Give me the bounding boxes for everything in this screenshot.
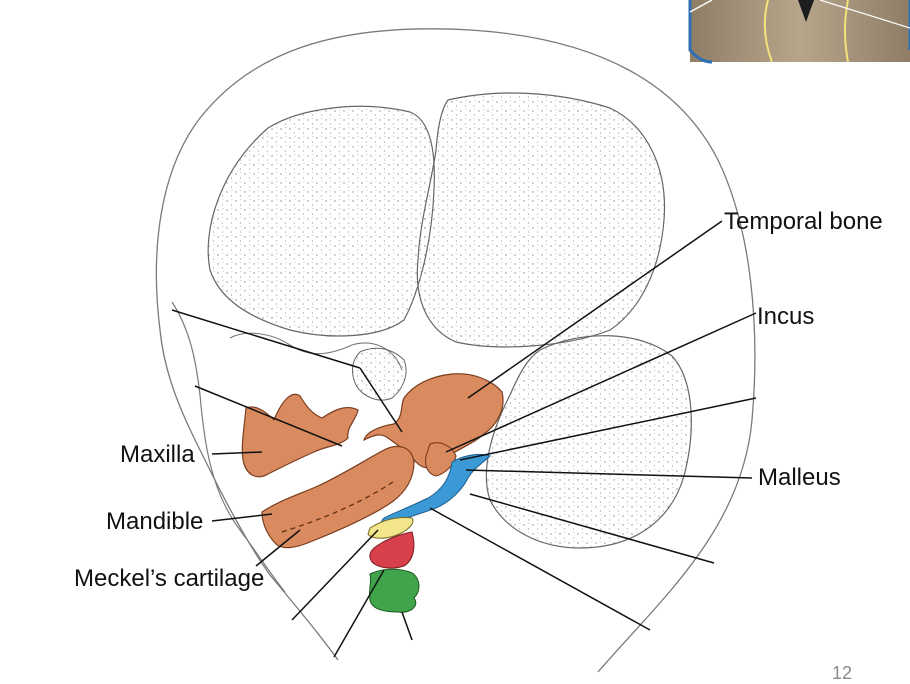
frontal-leader <box>171 309 361 369</box>
red-cartilage-leader <box>333 569 385 658</box>
meckels-cartilage-leader <box>255 529 301 567</box>
stapes-leader <box>291 529 379 621</box>
thumbnail-image <box>688 0 910 64</box>
green-cartilage-leader <box>401 611 413 641</box>
green-cartilage <box>368 568 420 613</box>
temporal-bone-leader <box>467 220 723 399</box>
sphenoid-area <box>352 347 407 401</box>
frontal-bone <box>207 105 435 337</box>
face-outline <box>171 301 286 593</box>
malleus-leader <box>465 469 753 479</box>
head-outline <box>155 28 756 673</box>
parietal-bone <box>416 92 666 348</box>
stapes-leader-right <box>469 493 715 564</box>
frontal-leader-2 <box>359 367 403 433</box>
maxilla-bone <box>241 393 359 478</box>
malleus-cartilage <box>381 453 491 527</box>
hyoid-leader <box>429 507 651 631</box>
meckel-cartilage-dashes <box>281 479 397 533</box>
mandible-leader <box>211 513 273 522</box>
label-temporal-bone: Temporal bone <box>724 208 883 235</box>
orbit-outline <box>229 332 403 371</box>
label-malleus: Malleus <box>758 464 841 491</box>
label-meckels-cartilage: Meckel’s cartilage <box>74 565 265 592</box>
stapes-cartilage <box>367 517 414 539</box>
red-cartilage <box>369 531 415 569</box>
incus-leader <box>445 312 757 453</box>
page-number: 12 <box>831 663 852 683</box>
label-mandible: Mandible <box>106 508 204 535</box>
maxilla-leader <box>211 451 263 455</box>
label-incus: Incus <box>757 303 815 330</box>
occipital-bone <box>485 335 692 549</box>
nasal-leader <box>194 385 343 447</box>
incus-leader-2 <box>459 397 757 461</box>
mandible-bone <box>261 445 415 549</box>
leader-lines <box>171 220 757 658</box>
label-maxilla: Maxilla <box>120 441 195 468</box>
